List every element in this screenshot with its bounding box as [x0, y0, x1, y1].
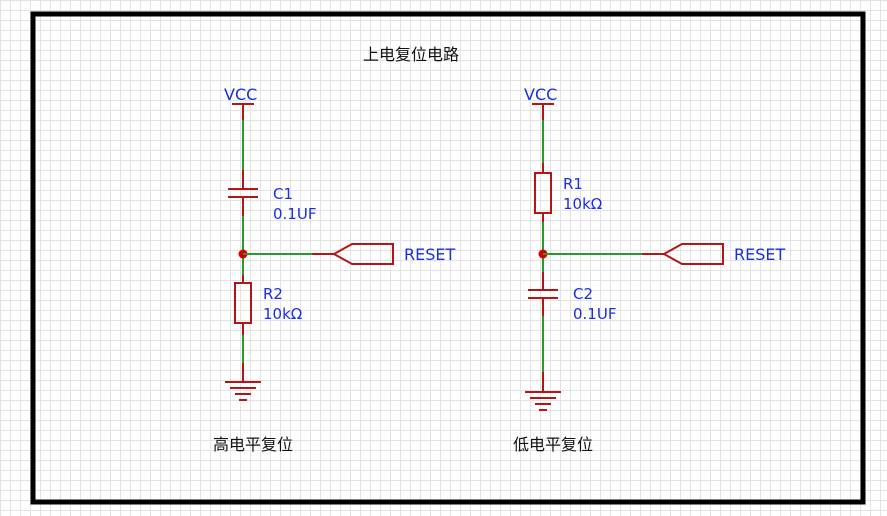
- right-reset-port: [642, 243, 724, 265]
- left-ground-icon: [225, 363, 261, 401]
- left-reset-label: RESET: [404, 245, 455, 264]
- left-caption: 高电平复位: [213, 435, 293, 454]
- left-bottom-ref: R2: [263, 285, 283, 303]
- left-reset-port: [312, 243, 394, 265]
- right-vcc-symbol: [532, 103, 554, 120]
- left-bottom-value: 10kΩ: [263, 305, 302, 323]
- left-top-value: 0.1UF: [273, 205, 316, 223]
- sheet-border: [30, 11, 866, 505]
- right-vcc-label: VCC: [524, 85, 557, 104]
- right-bottom-value: 0.1UF: [573, 305, 616, 323]
- left-circuit: VCC C1 0.1UF RESET R2 10: [213, 85, 455, 454]
- right-top-value: 10kΩ: [563, 195, 602, 213]
- left-vcc-label: VCC: [224, 85, 257, 104]
- right-capacitor-c2: [528, 272, 558, 316]
- left-vcc-symbol: [232, 103, 254, 120]
- right-circuit: VCC R1 10kΩ RESET C2 0.1: [513, 85, 785, 454]
- left-top-ref: C1: [273, 185, 293, 203]
- right-resistor-r1: [534, 163, 552, 222]
- right-top-ref: R1: [563, 175, 583, 193]
- right-bottom-ref: C2: [573, 285, 593, 303]
- right-ground-icon: [525, 372, 561, 411]
- right-caption: 低电平复位: [513, 435, 593, 454]
- left-resistor-r2: [234, 275, 252, 335]
- right-reset-label: RESET: [734, 245, 785, 264]
- diagram-title: 上电复位电路: [363, 45, 459, 64]
- left-capacitor-c1: [228, 170, 258, 216]
